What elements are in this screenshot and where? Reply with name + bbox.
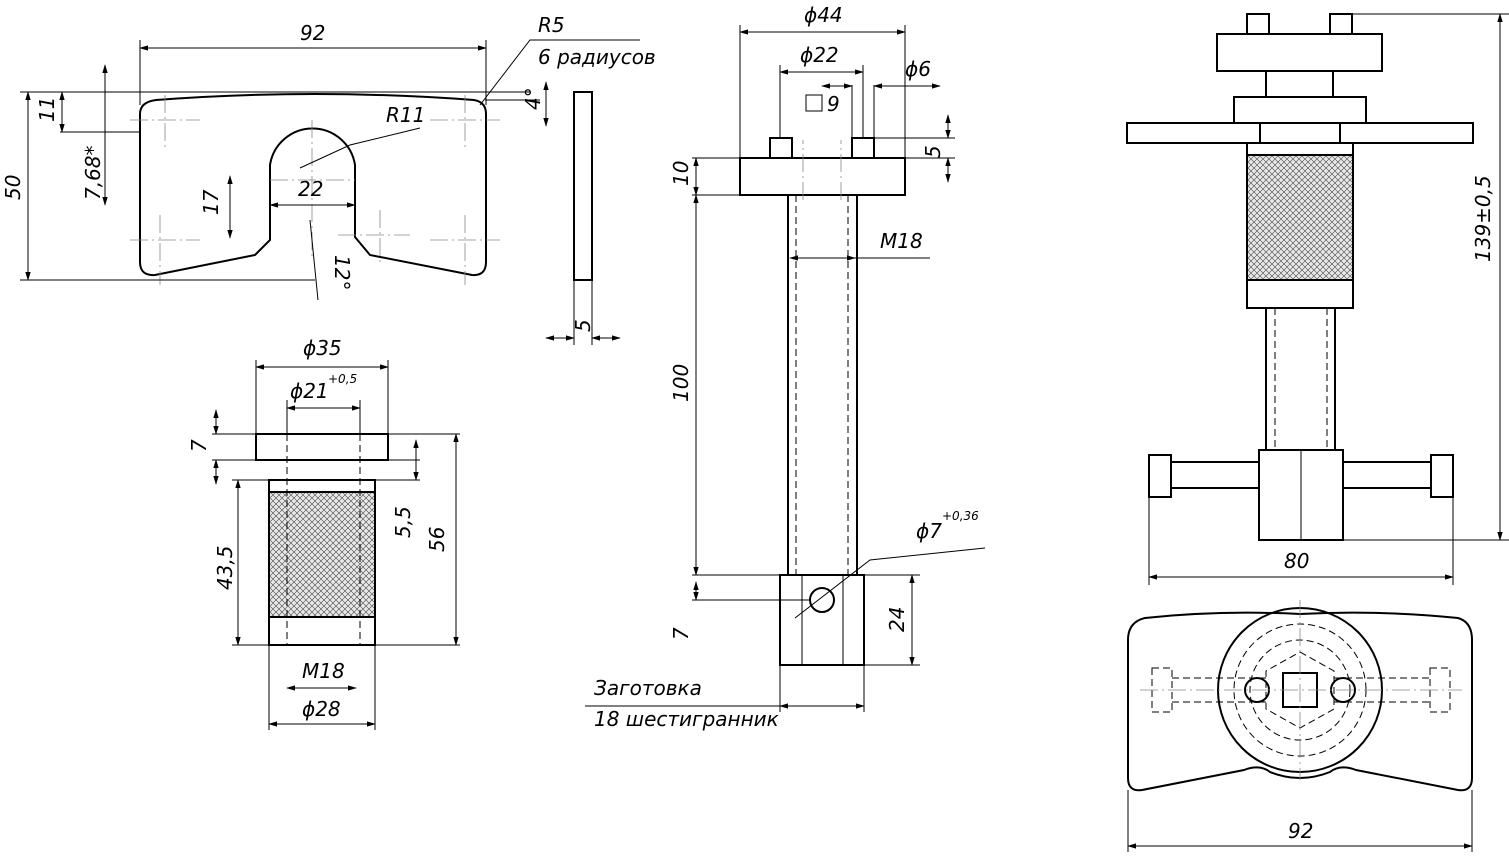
plate-slot17-label: 17 [199, 189, 223, 215]
nut-d21-tolerance: +0,5 [328, 372, 357, 386]
nut-h435-label: 43,5 [213, 545, 237, 590]
screw-sq9-label: 9 [827, 92, 840, 116]
screw-d7-label: ϕ7 [916, 519, 942, 543]
screw-d6-label: ϕ6 [905, 57, 931, 81]
plate-side-view: 5 [545, 91, 621, 345]
plate-radii-note: 6 радиусов [538, 45, 656, 69]
plate-h11-label: 11 [35, 97, 59, 122]
screw-hex-label: 18 шестигранник [594, 707, 779, 731]
plate-width-label: 92 [300, 21, 325, 45]
nut-d21-label: ϕ21 [290, 379, 329, 403]
screw-m18-label: M18 [880, 229, 923, 253]
screw-h7-label: 7 [669, 627, 693, 640]
nut-h55-label: 5,5 [391, 506, 415, 538]
plate-thickness-label: 5 [571, 319, 595, 332]
screw-h24-label: 24 [885, 607, 909, 632]
screw-d7-tolerance: +0,36 [942, 509, 979, 523]
nut-h56-label: 56 [425, 527, 449, 552]
screw-d22-label: ϕ22 [800, 43, 839, 67]
plate-slot22-label: 22 [298, 177, 323, 201]
assembly-top-view: 92 [1127, 600, 1473, 852]
nut-h7-label: 7 [187, 439, 211, 452]
screw-blank-label: Заготовка [594, 676, 702, 700]
plate-r11-label: R11 [386, 103, 425, 127]
plate-angle12-label: 12° [330, 255, 354, 290]
plate-view: 92 R5 6 радиусов R11 11 7,68* 50 4° 22 1… [1, 13, 656, 301]
nut-d28-label: ϕ28 [302, 697, 341, 721]
plate-angle4-label: 4° [521, 87, 545, 110]
assembly-front-view: 139±0,5 80 [1126, 13, 1509, 585]
assembly-h139-label: 139±0,5 [1471, 175, 1495, 262]
nut-view: ϕ35 ϕ21 +0,5 7 43,5 5,5 56 M18 ϕ28 [187, 336, 460, 730]
screw-h10-label: 10 [669, 161, 693, 186]
plate-outline [139, 93, 487, 277]
screw-l100-label: 100 [669, 364, 693, 402]
screw-view: ϕ44 ϕ22 ϕ6 9 5 10 M18 100 ϕ7 +0,36 7 24 … [585, 3, 986, 731]
nut-m18-label: M18 [302, 659, 345, 683]
nut-d35-label: ϕ35 [303, 336, 342, 360]
assembly-w92-label: 92 [1288, 819, 1313, 843]
plate-h768-label: 7,68* [81, 145, 105, 200]
plate-h50-label: 50 [1, 175, 25, 200]
screw-d44-label: ϕ44 [804, 3, 843, 27]
assembly-w80-label: 80 [1284, 549, 1309, 573]
screw-h5-label: 5 [921, 145, 945, 158]
plate-r5-label: R5 [538, 13, 565, 37]
